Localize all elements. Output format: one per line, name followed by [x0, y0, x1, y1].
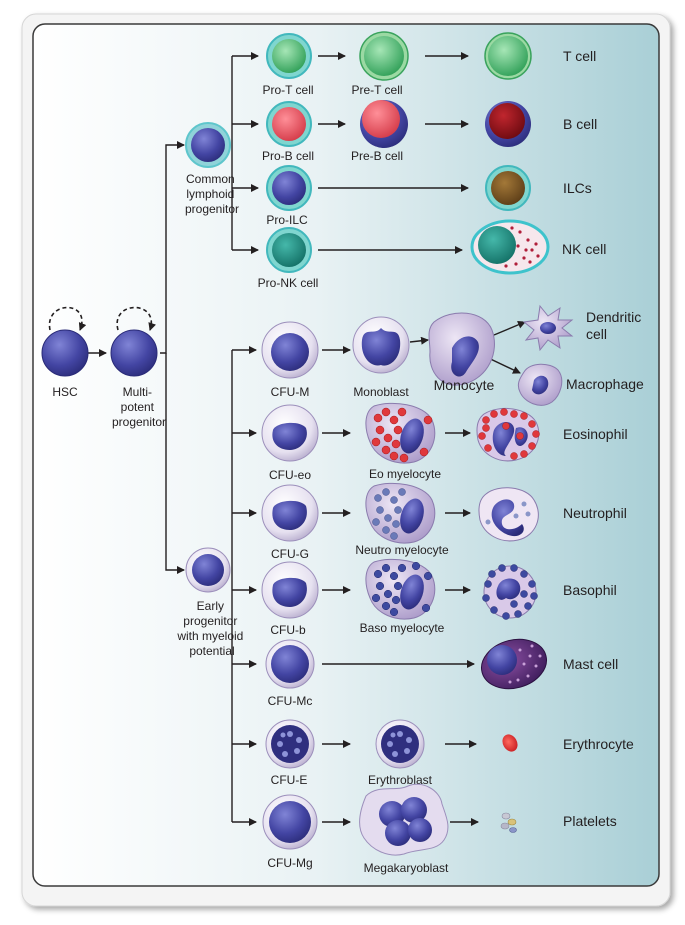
- ilc-cell: [485, 165, 531, 211]
- cfu-mc-cell: [265, 639, 315, 689]
- neutrophil-label: Neutrophil: [563, 505, 627, 521]
- b-cell-label: B cell: [563, 116, 597, 132]
- monocyte-cell: [428, 312, 495, 386]
- neutrophil-cell: [478, 487, 539, 542]
- eo-myelocyte-label: Eo myelocyte: [369, 467, 441, 481]
- nk-cell: [470, 219, 550, 275]
- clp-label-line2: lymphoid: [186, 187, 234, 201]
- cfu-b-cell: [261, 561, 319, 619]
- hsc-cell: [41, 329, 89, 377]
- pre-t-label: Pre-T cell: [351, 83, 402, 97]
- baso-myelocyte-label: Baso myelocyte: [360, 621, 445, 635]
- pre-b-label: Pre-B cell: [351, 149, 403, 163]
- dendritic-cell: [522, 304, 574, 352]
- cfu-g-label: CFU-G: [271, 547, 309, 561]
- basophil-label: Basophil: [563, 582, 617, 598]
- pro-b-label: Pro-B cell: [262, 149, 314, 163]
- pre-b-cell: [360, 100, 408, 148]
- monocyte-label: Monocyte: [434, 377, 495, 393]
- mpp-label-line3: progenitor: [112, 415, 166, 429]
- megakaryoblast-cell: [359, 783, 449, 856]
- cfu-mg-label: CFU-Mg: [267, 856, 312, 870]
- erythrocyte-label: Erythrocyte: [563, 736, 634, 752]
- mpp-label-line2: potent: [121, 400, 155, 414]
- cfu-e-cell: [265, 719, 315, 769]
- connector-lines: [88, 52, 526, 826]
- ilcs-label: ILCs: [563, 180, 592, 196]
- erythroblast-cell: [375, 719, 425, 769]
- neutro-myelocyte-label: Neutro myelocyte: [355, 543, 449, 557]
- mpp-label-line1: Multi-: [123, 385, 152, 399]
- cfu-g-cell: [261, 484, 319, 542]
- platelets-cell: [500, 812, 517, 833]
- macrophage-label: Macrophage: [566, 376, 644, 392]
- mast-cell: [481, 638, 547, 690]
- emp-label-line4: potential: [189, 644, 234, 658]
- mpp-cell: [110, 329, 158, 377]
- emp-cell: [185, 547, 231, 593]
- emp-label: Early progenitor with myeloid potential: [176, 599, 246, 658]
- pro-t-cell: [266, 33, 312, 79]
- self-renewal-loops: [48, 306, 157, 331]
- cfu-mg-cell: [262, 794, 318, 850]
- mast-cell-label: Mast cell: [563, 656, 618, 672]
- cfu-eo-cell: [261, 404, 319, 462]
- cfu-m-label: CFU-M: [271, 385, 310, 399]
- dendritic-label-line1: Dendritic: [586, 309, 641, 325]
- clp-label-line3: progenitor: [185, 202, 239, 216]
- erythrocyte-cell: [502, 734, 518, 752]
- clp-label: Common lymphoid progenitor: [185, 172, 239, 216]
- pro-t-label: Pro-T cell: [262, 83, 313, 97]
- cfu-mc-label: CFU-Mc: [268, 694, 313, 708]
- pro-ilc-label: Pro-ILC: [266, 213, 308, 227]
- cfu-m-cell: [261, 321, 319, 379]
- mpp-label: Multi- potent progenitor: [112, 385, 166, 429]
- cfu-b-label: CFU-b: [270, 623, 306, 637]
- clp-label-line1: Common: [186, 172, 235, 186]
- macrophage-cell: [517, 363, 563, 406]
- t-cell: [484, 32, 532, 80]
- dendritic-label: Dendritic cell: [586, 309, 645, 342]
- dendritic-label-line2: cell: [586, 326, 607, 342]
- pro-nk-label: Pro-NK cell: [258, 276, 319, 290]
- emp-label-line1: Early: [197, 599, 224, 613]
- pro-nk-cell: [266, 227, 312, 273]
- pro-b-cell: [266, 101, 312, 147]
- pro-ilc-cell: [266, 165, 312, 211]
- cfu-eo-label: CFU-eo: [269, 468, 311, 482]
- panel-background: [32, 23, 660, 887]
- neutro-myelocyte-cell: [365, 482, 436, 544]
- b-cell: [485, 101, 531, 147]
- t-cell-label: T cell: [563, 48, 596, 64]
- monoblast-cell: [352, 316, 410, 374]
- hsc-label: HSC: [52, 385, 78, 399]
- emp-label-line2: progenitor: [183, 614, 237, 628]
- platelets-label: Platelets: [563, 813, 617, 829]
- monoblast-label: Monoblast: [353, 385, 409, 399]
- eosinophil-cell: [476, 407, 540, 462]
- megakaryoblast-label: Megakaryoblast: [364, 861, 449, 875]
- pre-t-cell: [359, 31, 409, 81]
- eo-myelocyte-cell: [365, 402, 436, 464]
- cfu-e-label: CFU-E: [271, 773, 308, 787]
- nk-cell-label: NK cell: [562, 241, 606, 257]
- baso-myelocyte-cell: [365, 558, 436, 620]
- eosinophil-label: Eosinophil: [563, 426, 628, 442]
- basophil-cell: [482, 564, 538, 620]
- emp-label-line3: with myeloid: [176, 629, 243, 643]
- clp-cell: [185, 122, 231, 168]
- erythroblast-label: Erythroblast: [368, 773, 433, 787]
